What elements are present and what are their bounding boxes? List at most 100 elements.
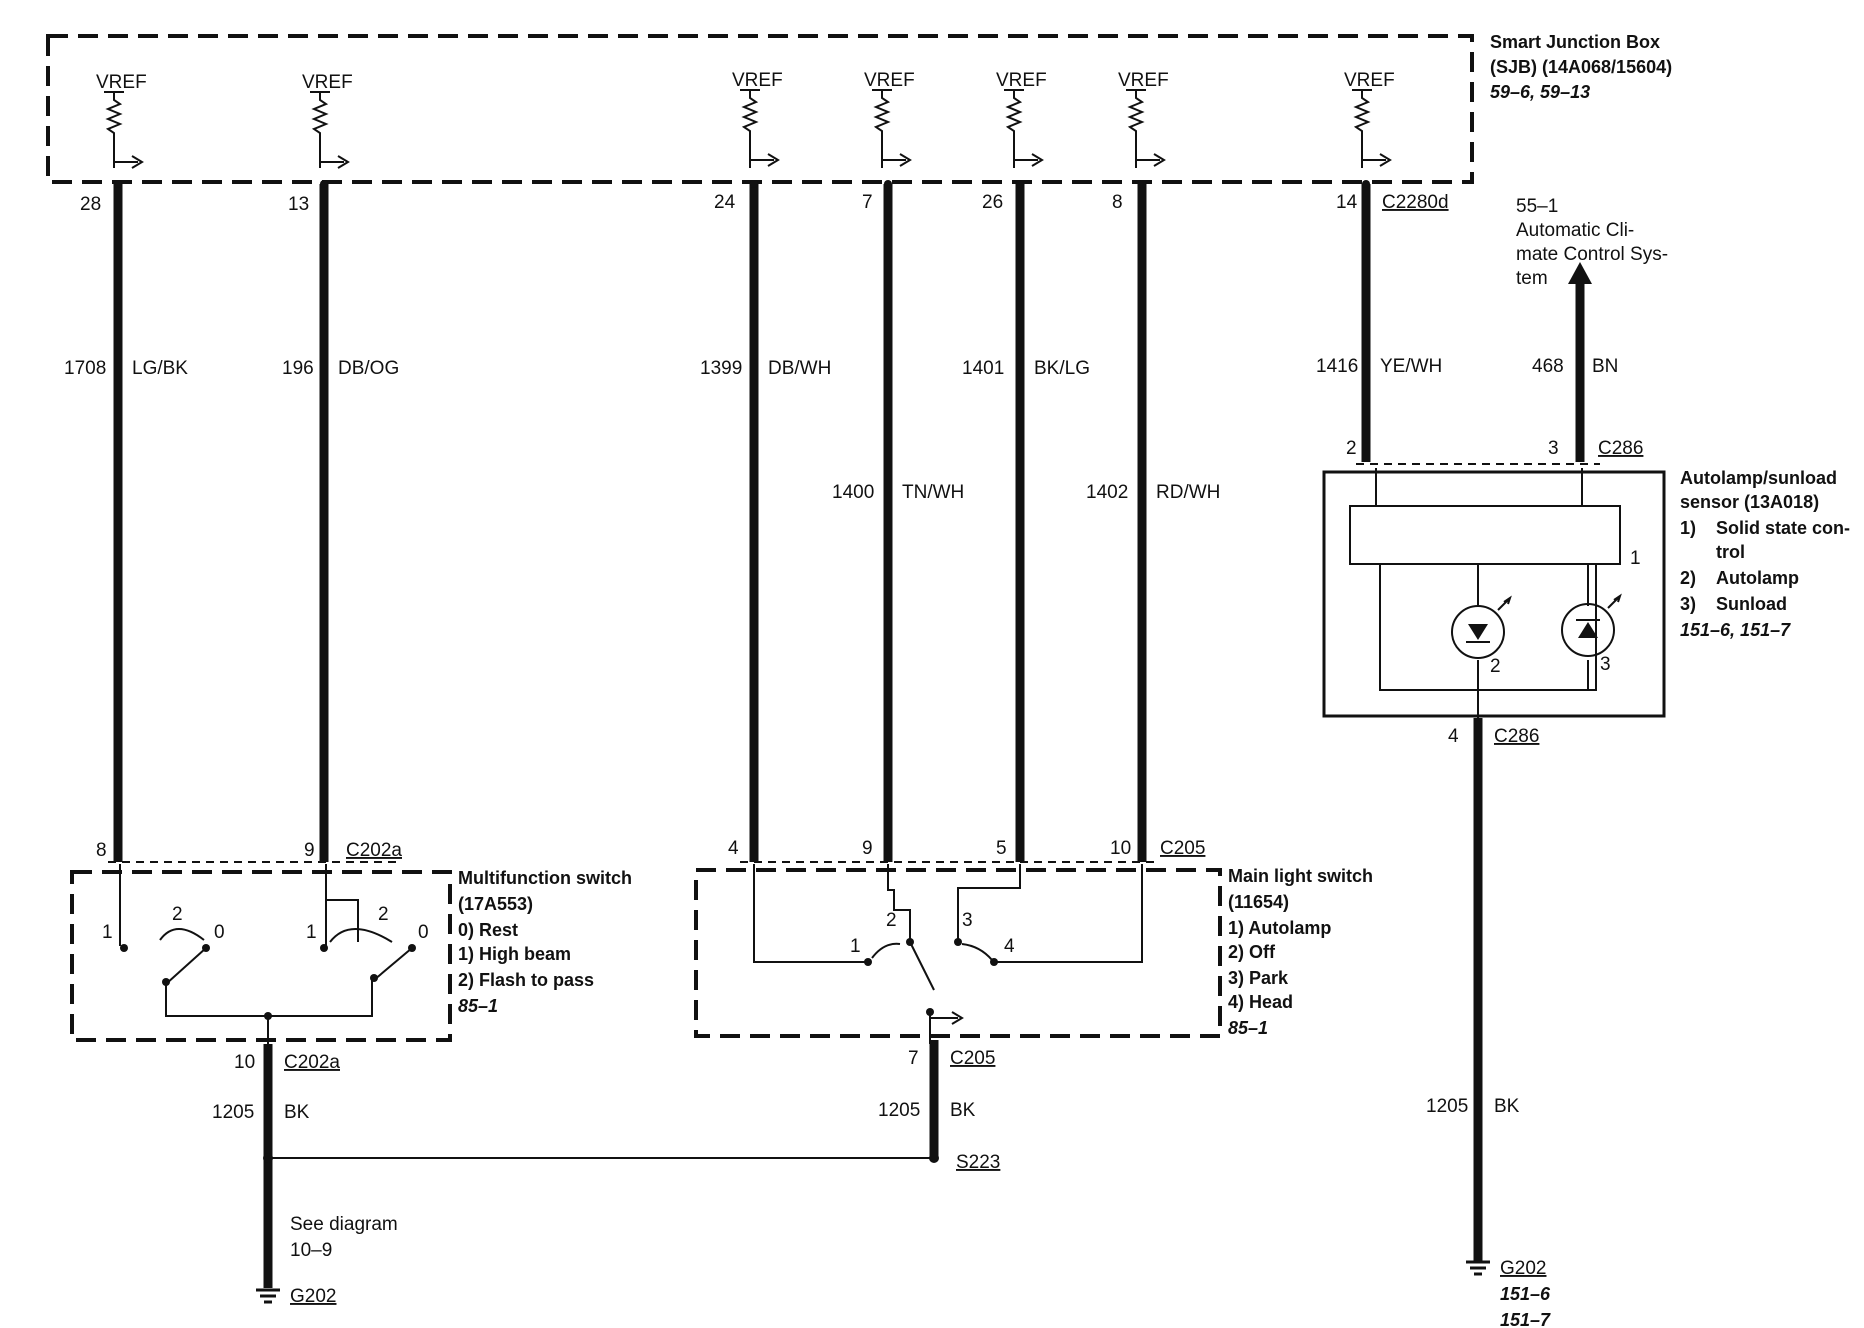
mls-connector: C205 bbox=[1160, 838, 1205, 859]
sensor-title-2: sensor (13A018) bbox=[1680, 492, 1819, 512]
see-diagram-ref: 10–9 bbox=[290, 1240, 332, 1261]
sjb-pin: 8 bbox=[1112, 192, 1123, 213]
vref-label: VREF bbox=[1344, 70, 1395, 91]
wire-circuit: 1205 bbox=[212, 1102, 254, 1123]
wire-group bbox=[113, 184, 1592, 862]
mls-pin: 10 bbox=[1110, 838, 1131, 859]
mls-item: 2) Off bbox=[1228, 942, 1276, 962]
vref-label: VREF bbox=[864, 70, 915, 91]
sensor-item-num: 2) bbox=[1680, 568, 1696, 588]
sensor-item-num: 1) bbox=[1680, 518, 1696, 538]
vref-label: VREF bbox=[96, 72, 147, 93]
wire-circuit: 1708 bbox=[64, 358, 106, 379]
wire-circuit: 1205 bbox=[878, 1100, 920, 1121]
wire-circuit: 1400 bbox=[832, 482, 874, 503]
ground-label: G202 bbox=[1500, 1258, 1546, 1279]
mls-pin: 5 bbox=[996, 838, 1007, 859]
sjb-pin: 26 bbox=[982, 192, 1003, 213]
wire-circuit: 468 bbox=[1532, 356, 1564, 377]
connector-dots bbox=[108, 180, 1600, 863]
wire-circuit: 1205 bbox=[1426, 1096, 1468, 1117]
mls-title-1: Main light switch bbox=[1228, 866, 1373, 886]
sensor-item-1: Solid state con- bbox=[1716, 518, 1850, 538]
wire-color: BK/LG bbox=[1034, 358, 1090, 379]
mfs-connector: C202a bbox=[284, 1052, 340, 1073]
mfs-position: 0 bbox=[214, 922, 225, 943]
vref-label: VREF bbox=[996, 70, 1047, 91]
climate-ref: 55–1 bbox=[1516, 196, 1558, 217]
mfs-box bbox=[70, 870, 452, 1042]
sensor-item-1b: trol bbox=[1716, 542, 1745, 562]
wire-color: LG/BK bbox=[132, 358, 188, 379]
sjb-connector: C2280d bbox=[1382, 192, 1449, 213]
photodiode-icon bbox=[1451, 595, 1512, 659]
sensor-item-num: 3) bbox=[1680, 594, 1696, 614]
mls-connector: C205 bbox=[950, 1048, 995, 1069]
sjb-pin: 24 bbox=[714, 192, 736, 213]
wire-color: BK bbox=[1494, 1096, 1520, 1117]
sensor-diode-label: 2 bbox=[1490, 656, 1501, 677]
mfs-connector: C202a bbox=[346, 840, 402, 861]
sensor-control-module bbox=[1349, 505, 1621, 565]
wire-circuit: 196 bbox=[282, 358, 314, 379]
vref-label: VREF bbox=[732, 70, 783, 91]
mls-pin: 4 bbox=[728, 838, 739, 859]
sensor-title-1: Autolamp/sunload bbox=[1680, 468, 1837, 488]
mfs-title-1: Multifunction switch bbox=[458, 868, 632, 888]
sensor-pin: 4 bbox=[1448, 726, 1459, 747]
mfs-item: 0) Rest bbox=[458, 920, 518, 940]
sjb-box bbox=[46, 34, 1474, 184]
wire-color: BN bbox=[1592, 356, 1618, 377]
wire-color: RD/WH bbox=[1156, 482, 1220, 503]
sjb-title-1: Smart Junction Box bbox=[1490, 32, 1660, 52]
mfs-position: 1 bbox=[102, 922, 113, 943]
sensor-item-3: Sunload bbox=[1716, 594, 1787, 614]
mfs-ref: 85–1 bbox=[458, 996, 498, 1016]
mls-position: 4 bbox=[1004, 936, 1015, 957]
wire-circuit: 1416 bbox=[1316, 356, 1358, 377]
sjb-pin: 13 bbox=[288, 194, 309, 215]
mls-item: 1) Autolamp bbox=[1228, 918, 1331, 938]
ground-icon bbox=[1466, 1260, 1490, 1276]
sensor-item-2: Autolamp bbox=[1716, 568, 1799, 588]
mfs-position: 1 bbox=[306, 922, 317, 943]
climate-label-3: tem bbox=[1516, 268, 1548, 289]
mfs-pin: 8 bbox=[96, 840, 107, 861]
mfs-position: 2 bbox=[172, 904, 183, 925]
sensor-connector: C286 bbox=[1494, 726, 1539, 747]
ground-label: G202 bbox=[290, 1286, 336, 1307]
sjb-pin: 28 bbox=[80, 194, 101, 215]
mfs-position: 0 bbox=[418, 922, 429, 943]
wire-color: BK bbox=[950, 1100, 976, 1121]
mls-ref: 85–1 bbox=[1228, 1018, 1268, 1038]
mls-switch-contacts bbox=[753, 864, 1143, 1044]
sensor-diode-label: 3 bbox=[1600, 654, 1611, 675]
sjb-pin: 14 bbox=[1336, 192, 1358, 213]
ground-ref: 151–6 bbox=[1500, 1284, 1551, 1304]
wire-color: DB/OG bbox=[338, 358, 399, 379]
sensor-pin: 3 bbox=[1548, 438, 1559, 459]
mls-position: 1 bbox=[850, 936, 861, 957]
vref-label: VREF bbox=[1118, 70, 1169, 91]
climate-label-1: Automatic Cli- bbox=[1516, 220, 1634, 241]
vref-label: VREF bbox=[302, 72, 353, 93]
sensor-ref: 151–6, 151–7 bbox=[1680, 620, 1791, 640]
mls-box bbox=[694, 868, 1222, 1038]
sensor-box bbox=[1322, 470, 1666, 718]
mls-position: 2 bbox=[886, 910, 897, 931]
ground-icon bbox=[256, 1288, 280, 1304]
wire-color: YE/WH bbox=[1380, 356, 1442, 377]
sensor-pin: 2 bbox=[1346, 438, 1357, 459]
wire-color: TN/WH bbox=[902, 482, 964, 503]
sensor-module-label: 1 bbox=[1630, 548, 1641, 569]
mls-position: 3 bbox=[962, 910, 973, 931]
mls-pin: 9 bbox=[862, 838, 873, 859]
sensor-connector: C286 bbox=[1598, 438, 1643, 459]
mfs-pin: 9 bbox=[304, 840, 315, 861]
wire-circuit: 1402 bbox=[1086, 482, 1128, 503]
climate-label-2: mate Control Sys- bbox=[1516, 244, 1668, 265]
mfs-item: 1) High beam bbox=[458, 944, 571, 964]
sjb-title-2: (SJB) (14A068/15604) bbox=[1490, 57, 1672, 77]
mfs-pin: 10 bbox=[234, 1052, 255, 1073]
